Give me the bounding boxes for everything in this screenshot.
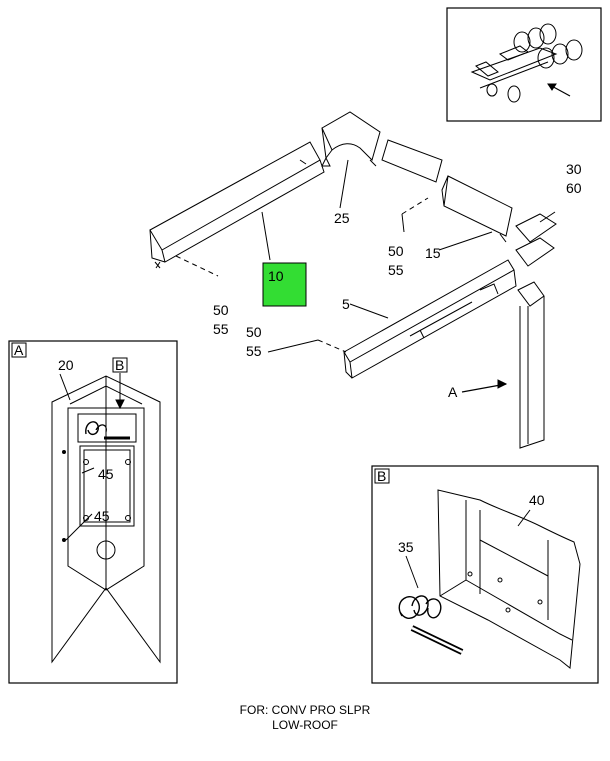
callout-20: 20 — [58, 357, 74, 373]
callout-40: 40 — [529, 492, 545, 508]
callout-10: 10 — [268, 268, 284, 284]
dashed-reference-lines — [175, 197, 429, 353]
corner-post-part-30-60 — [515, 213, 557, 449]
pro-sleeper-emblem-logo — [398, 595, 464, 655]
callout-45: 45 — [98, 466, 114, 482]
detail-b-panel — [371, 465, 599, 684]
leader-lines — [261, 159, 556, 353]
sleeper-corner-post-drawing — [51, 375, 161, 664]
callout-labels: 30 60 25 50 55 15 10 50 55 5 50 55 A 20 … — [14, 161, 582, 555]
detail-b-reference-tag: B — [115, 357, 124, 373]
callout-50: 50 — [246, 324, 262, 340]
detail-b-panel-tag: B — [377, 468, 386, 484]
callout-50: 50 — [388, 243, 404, 259]
right-channel-part-15 — [381, 139, 513, 243]
caption-line-2: LOW-ROOF — [272, 718, 338, 732]
pro-sleeper-emblem-logo — [77, 413, 137, 443]
detail-a-panel — [8, 340, 178, 684]
callout-50: 50 — [213, 302, 229, 318]
front-rail-part-5 — [343, 259, 517, 379]
detail-a-panel-tag: A — [14, 342, 24, 358]
chassis-locator-inset — [446, 7, 602, 122]
callout-55: 55 — [213, 321, 229, 337]
callout-60: 60 — [566, 180, 582, 196]
callout-25: 25 — [334, 210, 350, 226]
callout-10-highlight — [262, 262, 307, 307]
rear-left-channel-part-10 — [149, 141, 325, 269]
callout-35: 35 — [398, 539, 414, 555]
corner-bracket-part-25 — [321, 111, 381, 167]
callout-55: 55 — [246, 343, 262, 359]
chassis-drawing — [470, 23, 583, 103]
callout-15: 15 — [425, 245, 441, 261]
caption-line-1: FOR: CONV PRO SLPR — [239, 703, 371, 717]
detail-a-tag: A — [448, 384, 458, 400]
callout-55: 55 — [388, 262, 404, 278]
callout-30: 30 — [566, 161, 582, 177]
callout-45: 45 — [94, 508, 110, 524]
callout-5: 5 — [342, 296, 350, 312]
applicability-caption: FOR: CONV PRO SLPR LOW-ROOF — [210, 703, 400, 733]
corner-panel-drawing — [437, 489, 581, 669]
